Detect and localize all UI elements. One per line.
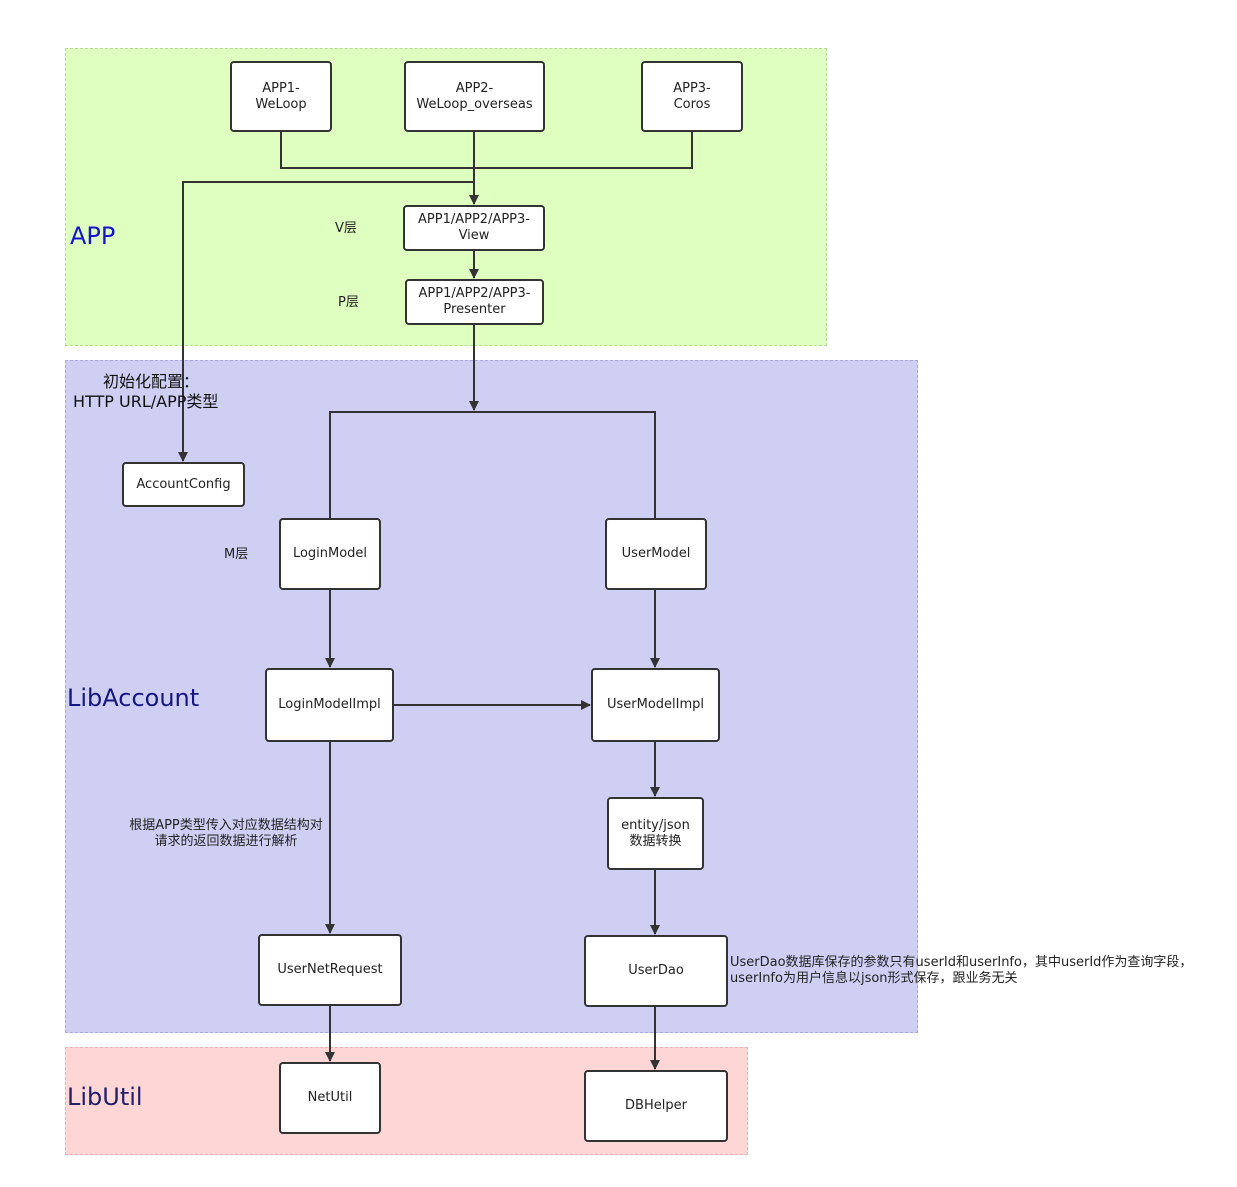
node-user-dao[interactable]: UserDao [584, 935, 728, 1007]
node-app3[interactable]: APP3- Coros [641, 61, 743, 132]
edge-app3-merge [474, 131, 693, 169]
node-net-util[interactable]: NetUtil [279, 1062, 381, 1134]
node-user-net-request[interactable]: UserNetRequest [258, 934, 402, 1006]
v-layer-label: V层 [335, 221, 357, 236]
node-view[interactable]: APP1/APP2/APP3- View [403, 205, 545, 251]
libutil-region-label: LibUtil [67, 1083, 143, 1111]
p-layer-label: P层 [338, 295, 359, 310]
node-app2[interactable]: APP2- WeLoop_overseas [404, 61, 545, 132]
node-presenter[interactable]: APP1/APP2/APP3- Presenter [405, 279, 544, 325]
userdao-note-line1: UserDao数据库保存的参数只有userId和userInfo，其中userI… [730, 955, 1193, 970]
node-login-model[interactable]: LoginModel [279, 518, 381, 590]
userdao-note-line2: userInfo为用户信息以json形式保存，跟业务无关 [730, 971, 1018, 986]
edge-config-line [178, 181, 474, 462]
node-login-model-impl[interactable]: LoginModelImpl [265, 668, 394, 742]
init-config-note-line2: HTTP URL/APP类型 [73, 392, 219, 411]
parse-note-line1: 根据APP类型传入对应数据结构对 [129, 818, 323, 833]
node-account-config[interactable]: AccountConfig [122, 462, 245, 507]
node-entity-json[interactable]: entity/json 数据转换 [607, 797, 704, 870]
edge-split-models [329, 411, 656, 518]
node-user-model[interactable]: UserModel [605, 518, 707, 590]
node-user-model-impl[interactable]: UserModelImpl [591, 668, 720, 742]
init-config-note-line1: 初始化配置： [103, 372, 200, 391]
app-region-label: APP [70, 222, 116, 250]
node-app1[interactable]: APP1- WeLoop [230, 61, 332, 132]
node-db-helper[interactable]: DBHelper [584, 1070, 728, 1142]
parse-note-line2: 请求的返回数据进行解析 [154, 834, 298, 849]
libaccount-region-label: LibAccount [67, 684, 200, 712]
edge-app1-merge [280, 131, 474, 169]
m-layer-label: M层 [224, 547, 249, 562]
